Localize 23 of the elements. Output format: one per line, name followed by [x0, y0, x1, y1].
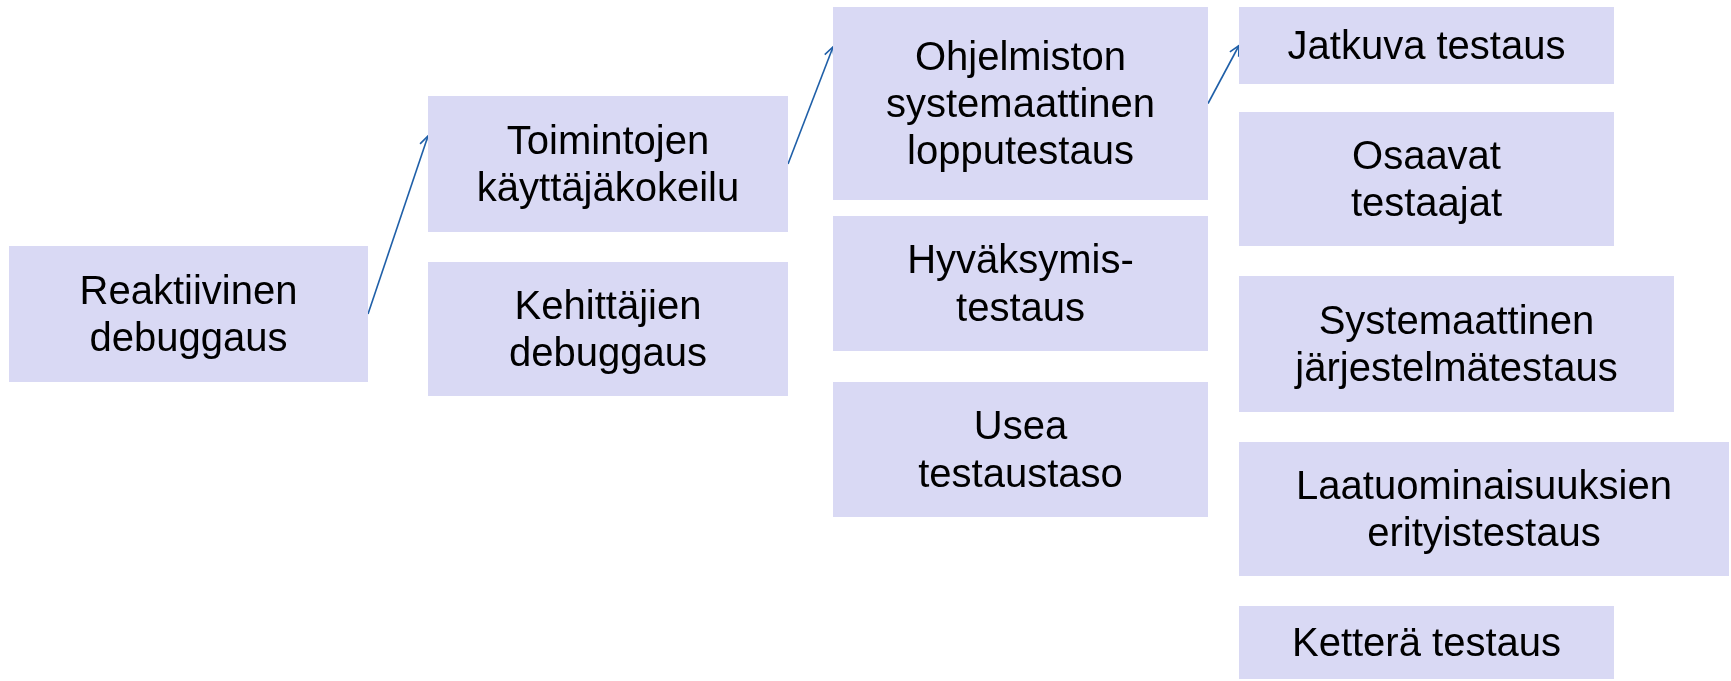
box-label: Jatkuva testaus [1287, 21, 1566, 69]
concept-box [833, 216, 1208, 351]
concept-box [833, 382, 1208, 517]
concept-box [428, 262, 788, 396]
box-label: Usea testaustaso [917, 402, 1124, 497]
box-label: Ketterä testaus [1291, 618, 1561, 666]
box-label: Toimintojen käyttäjäkokeilu [475, 116, 741, 211]
box-label: Reaktiivinen debuggaus [78, 266, 299, 361]
box-label: Osaavat testaajat [1349, 131, 1504, 226]
box-label: Systemaattinen järjestelmätestaus [1293, 296, 1619, 391]
concept-box [9, 246, 368, 382]
concept-box [1239, 112, 1614, 246]
box-label: Kehittäjien debuggaus [508, 281, 708, 376]
arrow [1207, 44, 1240, 105]
concept-box [1239, 442, 1729, 576]
box-label: Ohjelmiston systemaattinen lopputestaus [885, 32, 1156, 175]
concept-box [1239, 606, 1614, 679]
box-label: Hyväksymis- testaus [906, 236, 1135, 331]
box-label: Laatuominaisuuksien erityistestaus [1295, 461, 1673, 556]
concept-box [1239, 7, 1614, 84]
concept-box [1239, 276, 1674, 412]
concept-box [428, 96, 788, 232]
concept-box [833, 7, 1208, 200]
